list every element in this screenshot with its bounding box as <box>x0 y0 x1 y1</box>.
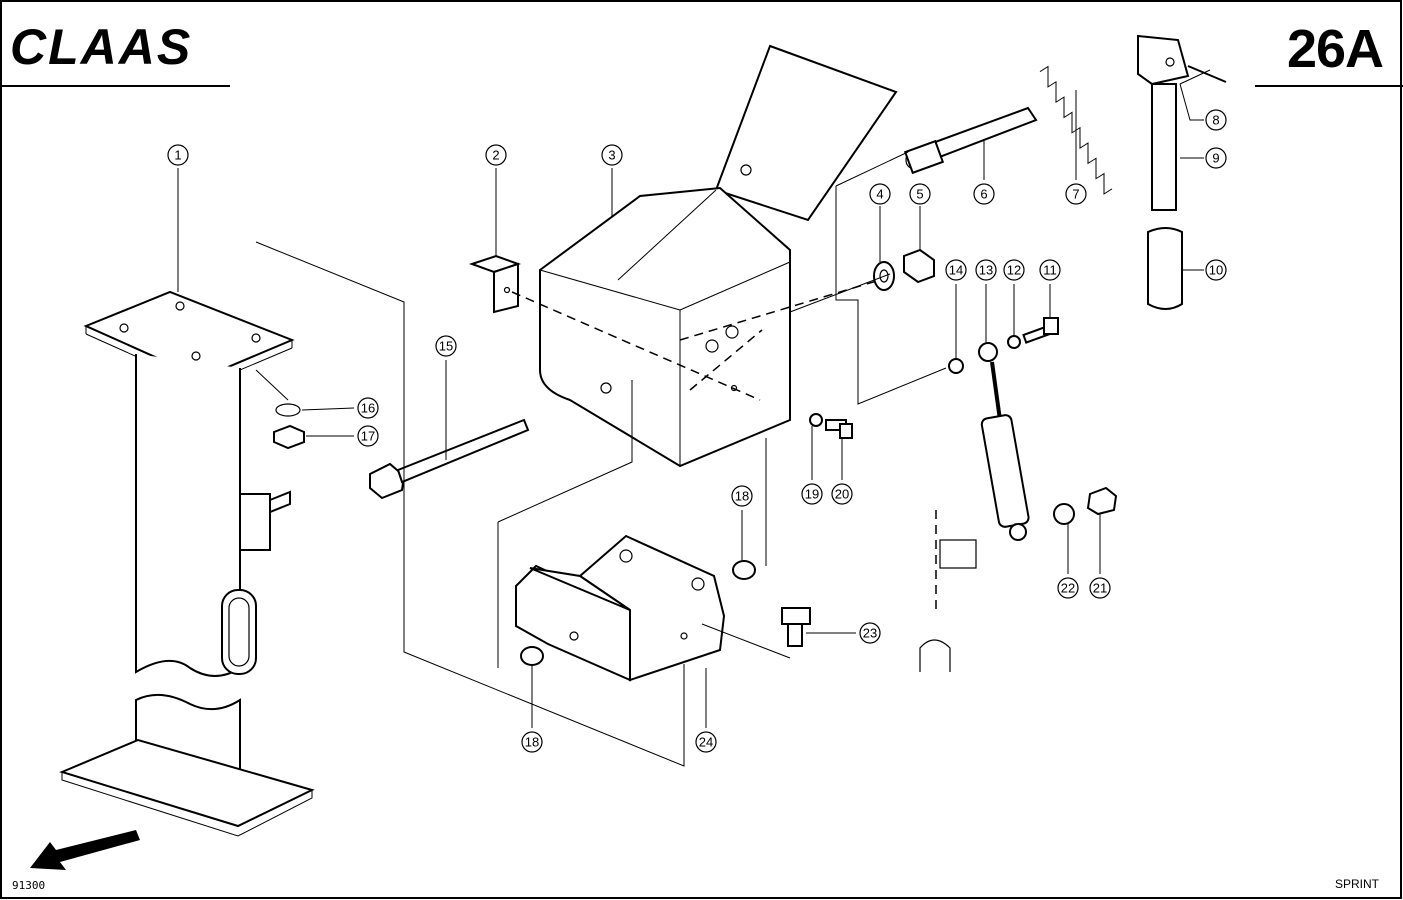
svg-text:5: 5 <box>916 187 923 202</box>
callout-13: 13 <box>975 259 997 281</box>
callout-15: 15 <box>435 335 457 357</box>
callout-24: 24 <box>695 731 717 753</box>
washer-12 <box>1007 335 1021 349</box>
callout-3: 3 <box>601 144 623 166</box>
bracket-24 <box>515 534 726 682</box>
grip <box>1147 227 1183 310</box>
callout-12: 12 <box>1003 259 1025 281</box>
callout-19: 19 <box>801 483 823 505</box>
callout-23: 23 <box>859 622 881 644</box>
svg-text:10: 10 <box>1209 263 1223 278</box>
svg-text:22: 22 <box>1061 581 1075 596</box>
claas-logo: CLAAS <box>10 20 192 72</box>
svg-text:20: 20 <box>835 487 849 502</box>
svg-text:24: 24 <box>699 735 713 750</box>
handle-lever <box>1137 34 1227 211</box>
callout-8: 8 <box>1205 109 1227 131</box>
svg-text:17: 17 <box>361 429 375 444</box>
mount-reference <box>919 510 977 672</box>
callout-18-upper: 18 <box>731 485 753 507</box>
callouts: 1 2 3 4 5 6 7 8 9 10 11 12 13 14 15 16 1… <box>167 109 1227 753</box>
svg-text:11: 11 <box>1043 263 1057 278</box>
svg-text:6: 6 <box>980 187 987 202</box>
svg-text:13: 13 <box>979 263 993 278</box>
nut-5 <box>903 248 935 284</box>
page-number: 26A <box>1286 19 1384 79</box>
callout-20: 20 <box>831 483 853 505</box>
svg-text:9: 9 <box>1212 151 1219 166</box>
mounting-clip <box>468 254 522 314</box>
bolt-20 <box>825 419 853 439</box>
svg-text:21: 21 <box>1093 581 1107 596</box>
bolt-11 <box>1022 317 1059 344</box>
svg-text:19: 19 <box>805 487 819 502</box>
drawing-code: 91300 <box>12 879 46 892</box>
callout-17: 17 <box>357 425 379 447</box>
washer-18b <box>520 646 544 666</box>
svg-text:16: 16 <box>361 401 375 416</box>
svg-text:18: 18 <box>525 735 539 750</box>
front-direction-arrow-icon <box>30 830 140 870</box>
callout-1: 1 <box>167 144 189 166</box>
housing <box>539 44 898 468</box>
callout-10: 10 <box>1205 259 1227 281</box>
callout-6: 6 <box>973 183 995 205</box>
svg-text:12: 12 <box>1007 263 1021 278</box>
svg-text:18: 18 <box>735 489 749 504</box>
callout-22: 22 <box>1057 577 1079 599</box>
bolt-23 <box>781 607 811 647</box>
nut-21 <box>1086 486 1118 516</box>
callout-2: 2 <box>485 144 507 166</box>
svg-text:2: 2 <box>492 148 499 163</box>
svg-text:7: 7 <box>1072 187 1079 202</box>
callout-18-lower: 18 <box>521 731 543 753</box>
svg-text:8: 8 <box>1212 113 1219 128</box>
washer-18a <box>732 560 756 580</box>
support-jack <box>59 290 315 837</box>
model-name: SPRINT <box>1334 877 1379 891</box>
logo-text: CLAAS <box>10 20 192 72</box>
svg-text:3: 3 <box>608 148 615 163</box>
washer-19 <box>809 413 823 427</box>
callout-11: 11 <box>1039 259 1061 281</box>
callout-9: 9 <box>1205 147 1227 169</box>
callout-4: 4 <box>869 183 891 205</box>
leader-lines <box>177 69 1211 767</box>
washer-22 <box>1053 503 1075 525</box>
svg-text:14: 14 <box>949 263 963 278</box>
callout-14: 14 <box>945 259 967 281</box>
pin <box>903 106 1038 175</box>
nut-14 <box>948 358 964 374</box>
svg-text:4: 4 <box>876 187 883 202</box>
gas-strut <box>978 342 1030 541</box>
nut-17 <box>273 424 305 450</box>
lock-washer-16 <box>275 403 301 417</box>
svg-text:1: 1 <box>174 148 181 163</box>
callout-5: 5 <box>909 183 931 205</box>
callout-21: 21 <box>1089 577 1111 599</box>
svg-text:23: 23 <box>863 626 877 641</box>
callout-7: 7 <box>1065 183 1087 205</box>
callout-16: 16 <box>357 397 379 419</box>
bolt-15 <box>369 418 530 500</box>
svg-text:15: 15 <box>439 339 453 354</box>
